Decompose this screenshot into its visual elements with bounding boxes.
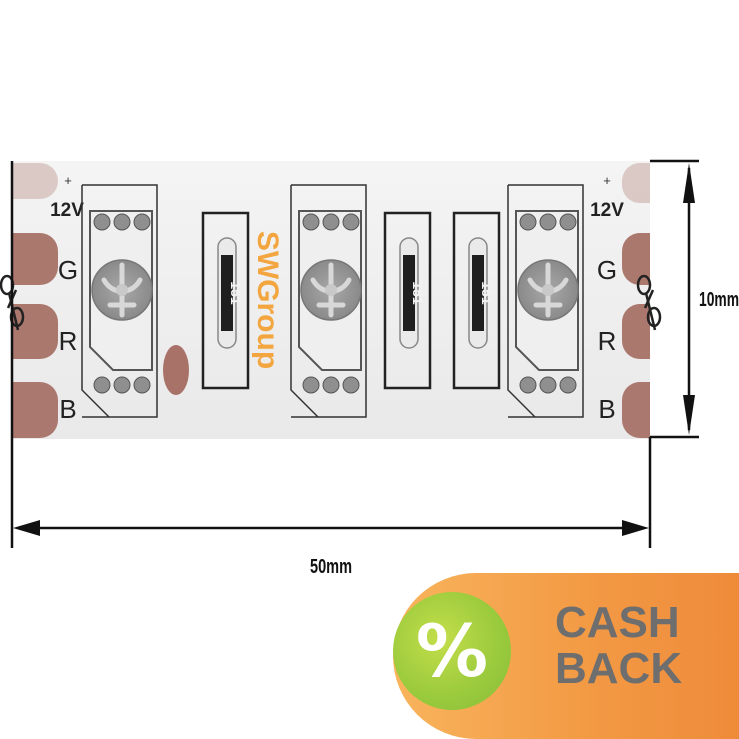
right-g-label: G [597,255,617,285]
right-solder-pads [622,163,650,438]
right-plus-label: + [603,173,611,188]
height-arrow-bottom [683,395,695,435]
height-label: 10mm [699,289,739,311]
left-b-label: B [59,394,76,424]
percent-symbol: % [415,609,489,693]
left-plus-label: + [64,173,72,188]
height-arrow-top [683,163,695,203]
cashback-line-1: CASH [555,598,680,647]
left-solder-pads [13,163,58,438]
right-r-label: R [598,326,617,356]
width-label: 50mm [310,556,352,578]
cashback-line-2: BACK [555,644,683,693]
right-b-label: B [598,394,615,424]
cashback-text: CASH BACK [555,600,735,692]
brand-logo: SWGroup [251,231,284,369]
left-voltage-label: 12V [50,200,84,221]
solder-dot [163,345,189,395]
left-g-label: G [58,255,78,285]
width-dimension [10,161,652,548]
width-arrow-right [622,520,649,536]
height-dimension [650,159,699,439]
resistor-3-code: 151 [479,281,495,305]
resistor-2-code: 151 [410,281,426,305]
right-voltage-label: 12V [590,200,624,221]
left-r-label: R [59,326,78,356]
resistor-1-code: 151 [228,281,244,305]
width-arrow-left [13,520,40,536]
percent-icon: % [393,592,511,710]
